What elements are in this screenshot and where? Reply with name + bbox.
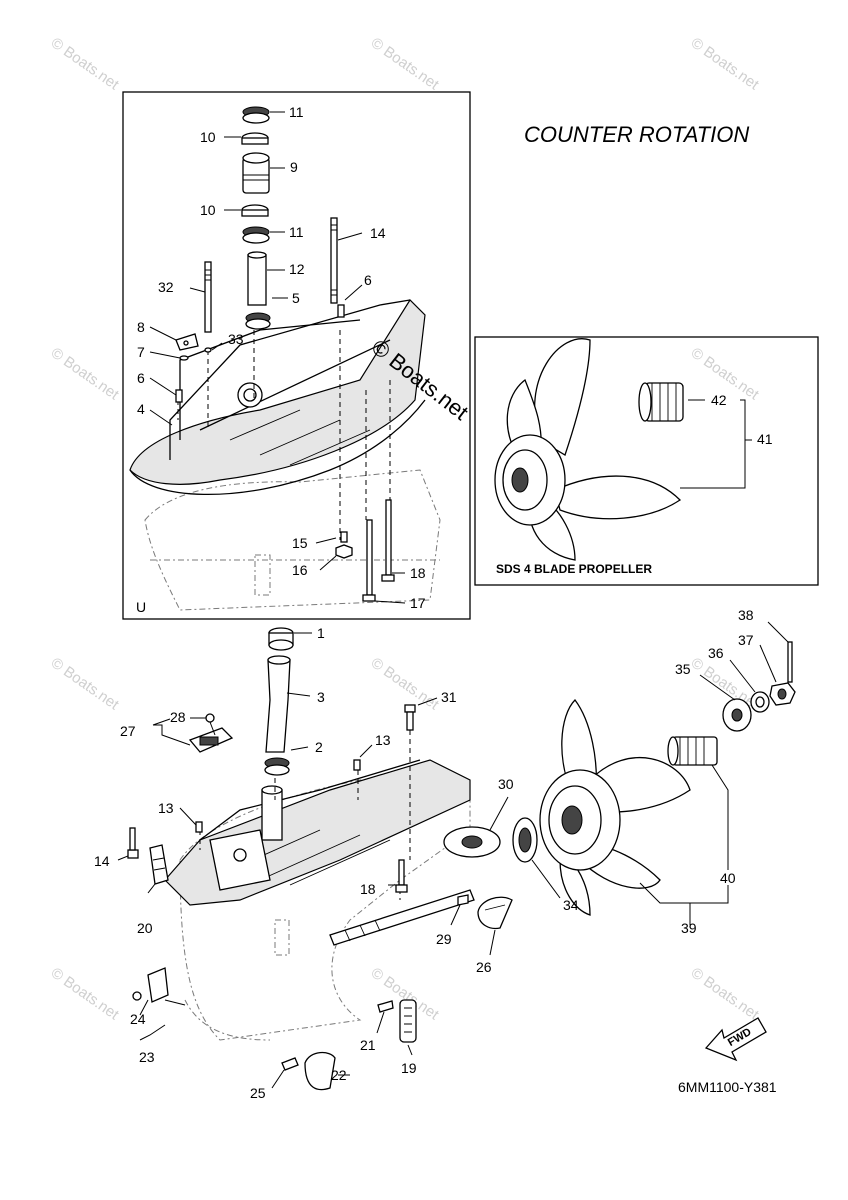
callout-29: 29	[436, 931, 452, 947]
callout-40: 40	[720, 870, 736, 886]
upper-inset: U	[122, 91, 471, 620]
callout-5: 5	[292, 290, 300, 306]
callout-10: 10	[200, 129, 216, 145]
callout-23: 23	[139, 1049, 155, 1065]
callout-13: 13	[375, 732, 391, 748]
callout-12: 12	[289, 261, 305, 277]
callout-13: 13	[158, 800, 174, 816]
watermark: © Boats.net	[688, 964, 763, 1023]
callout-9: 9	[290, 159, 298, 175]
sds-title: SDS 4 BLADE PROPELLER	[496, 562, 652, 576]
callout-36: 36	[708, 645, 724, 661]
callout-11: 11	[289, 224, 304, 240]
callout-3: 3	[317, 689, 325, 705]
watermark: © Boats.net	[48, 34, 123, 93]
callout-22: 22	[331, 1067, 347, 1083]
callout-20: 20	[137, 920, 153, 936]
callout-17: 17	[410, 595, 426, 611]
callout-6: 6	[364, 272, 372, 288]
callout-11: 11	[289, 104, 304, 120]
sds-inset: SDS 4 BLADE PROPELLER 42 41	[474, 336, 819, 586]
callout-8: 8	[137, 319, 145, 335]
callout-7: 7	[137, 344, 145, 360]
callout-2: 2	[315, 739, 323, 755]
callout-6: 6	[137, 370, 145, 386]
diagram-title: COUNTER ROTATION	[524, 122, 749, 147]
callout-32: 32	[158, 279, 174, 295]
watermark: © Boats.net	[48, 344, 123, 403]
callout-37: 37	[738, 632, 754, 648]
watermark: © Boats.net	[48, 964, 123, 1023]
callout-19: 19	[401, 1060, 417, 1076]
callout-28: 28	[170, 709, 186, 725]
callout-42: 42	[711, 392, 727, 408]
callout-21: 21	[360, 1037, 376, 1053]
callout-1: 1	[317, 625, 325, 641]
callout-26: 26	[476, 959, 492, 975]
fwd-arrow-icon: FWD	[704, 1017, 767, 1062]
callout-39: 39	[681, 920, 697, 936]
drawing-code: 6MM1100-Y381	[678, 1079, 777, 1095]
callout-35: 35	[675, 661, 691, 677]
callout-38: 38	[738, 607, 754, 623]
watermark: © Boats.net	[368, 34, 443, 93]
callout-18: 18	[360, 881, 376, 897]
callout-14: 14	[94, 853, 110, 869]
callout-10: 10	[200, 202, 216, 218]
callout-34: 34	[563, 897, 579, 913]
callout-24: 24	[130, 1011, 146, 1027]
callout-41: 41	[757, 431, 773, 447]
callout-31: 31	[441, 689, 457, 705]
callout-14: 14	[370, 225, 386, 241]
callout-30: 30	[498, 776, 514, 792]
callout-27: 27	[120, 723, 136, 739]
watermark: © Boats.net	[688, 34, 763, 93]
callout-33: 33	[228, 331, 244, 347]
inset-u-label: U	[136, 599, 146, 615]
callout-16: 16	[292, 562, 308, 578]
lower-unit: 1 3 2 31 28 27 13 13 14 18 20 29 26 30 3…	[94, 607, 796, 1101]
callout-15: 15	[292, 535, 308, 551]
callout-25: 25	[250, 1085, 266, 1101]
callout-18: 18	[410, 565, 426, 581]
watermark: © Boats.net	[48, 654, 123, 713]
callout-4: 4	[137, 401, 145, 417]
